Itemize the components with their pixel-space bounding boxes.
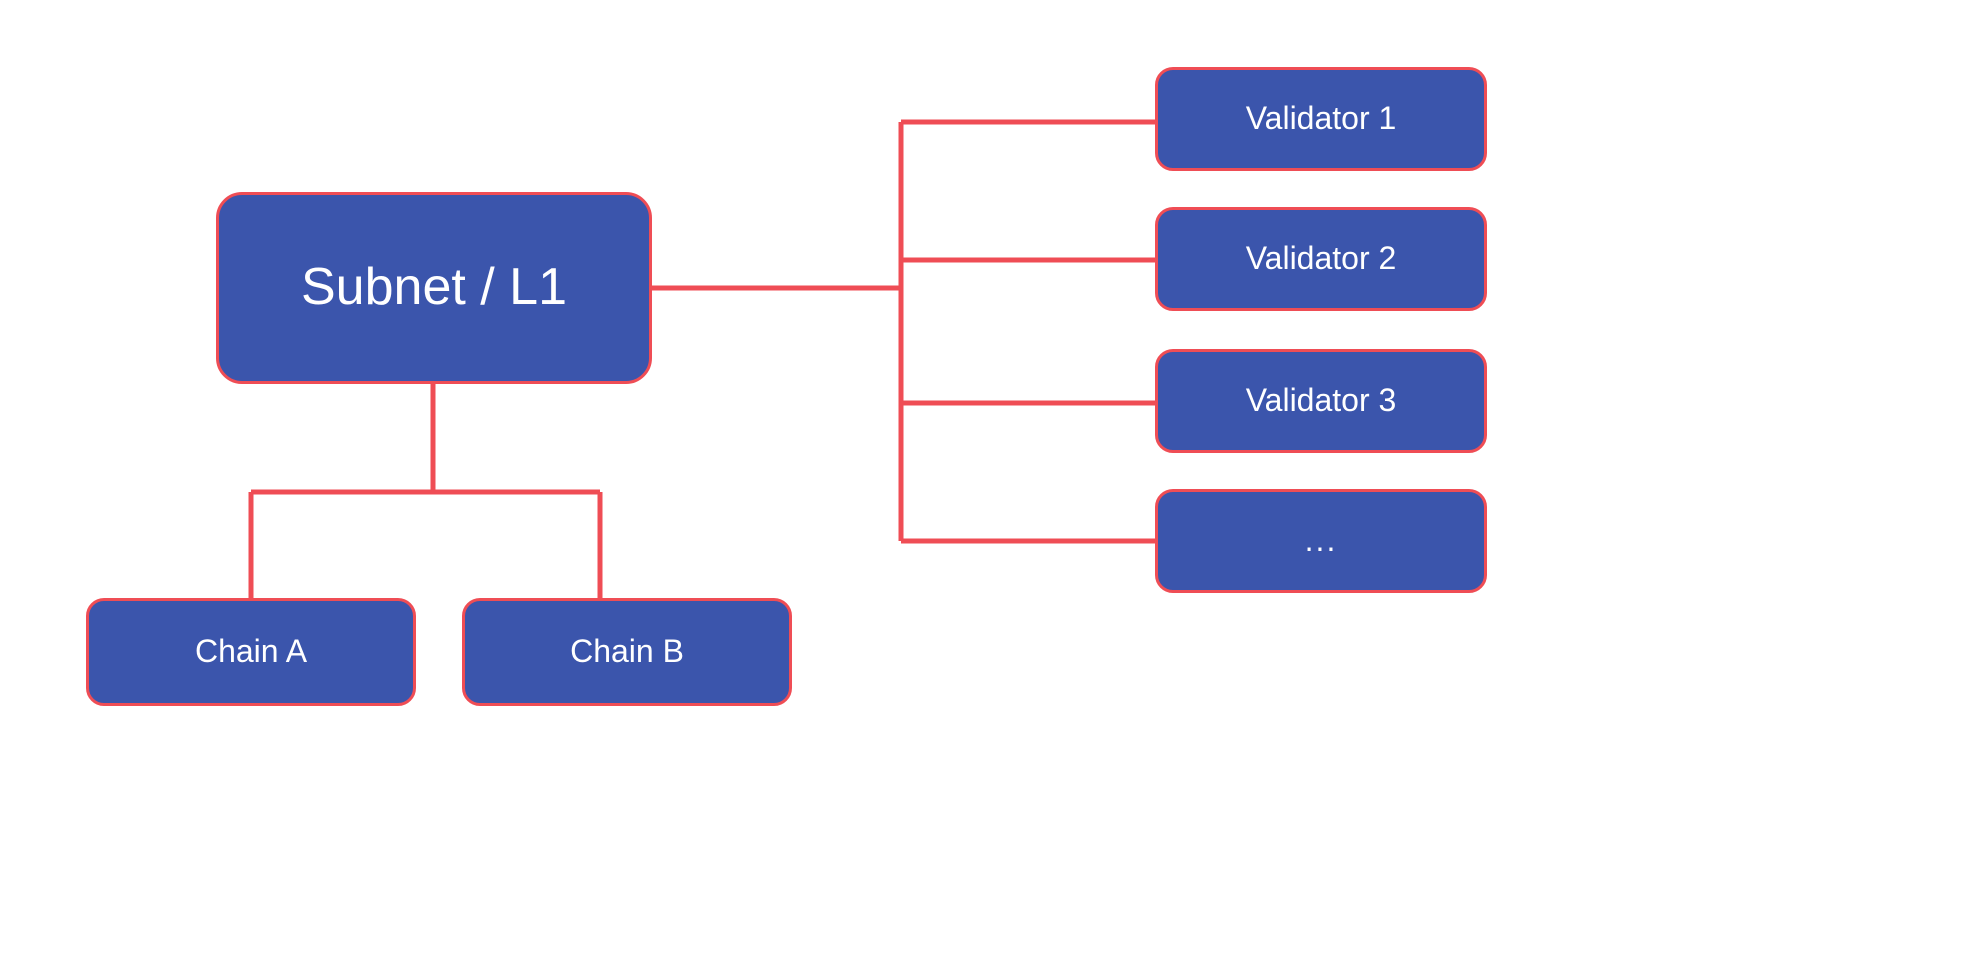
node-validator-1-label: Validator 1 [1245, 100, 1397, 137]
node-validator-2-label: Validator 2 [1245, 240, 1397, 277]
node-validator-more-label: ... [1304, 522, 1338, 559]
node-validator-more[interactable]: ... [1155, 489, 1487, 593]
node-subnet-l1-label: Subnet / L1 [301, 258, 567, 317]
node-chain-b[interactable]: Chain B [462, 598, 792, 706]
node-validator-3[interactable]: Validator 3 [1155, 349, 1487, 453]
node-validator-3-label: Validator 3 [1245, 382, 1397, 419]
node-chain-b-label: Chain B [570, 633, 684, 670]
node-validator-2[interactable]: Validator 2 [1155, 207, 1487, 311]
node-chain-a[interactable]: Chain A [86, 598, 416, 706]
node-validator-1[interactable]: Validator 1 [1155, 67, 1487, 171]
node-chain-a-label: Chain A [194, 633, 308, 670]
node-subnet-l1[interactable]: Subnet / L1 [216, 192, 652, 384]
